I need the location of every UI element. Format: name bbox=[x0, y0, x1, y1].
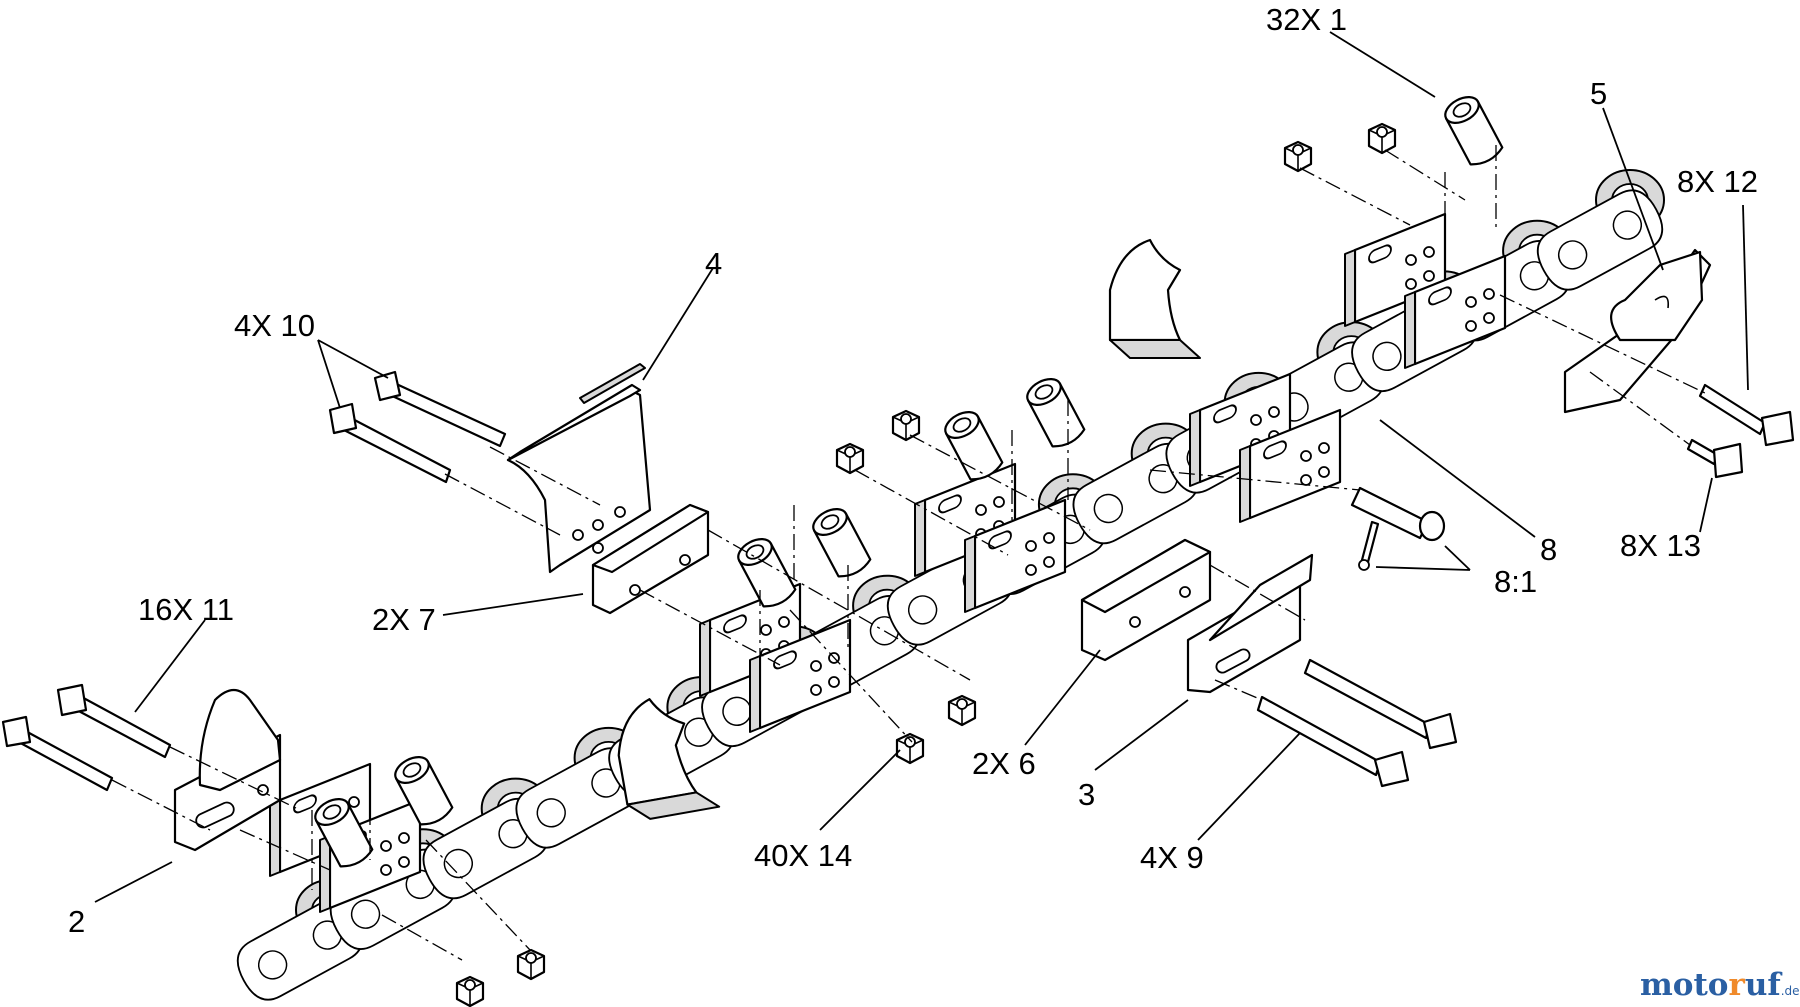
svg-text:motoruf.de: motoruf.de bbox=[1640, 967, 1800, 1003]
part-8-1-pin bbox=[1350, 486, 1446, 571]
callout-3: 3 bbox=[1078, 777, 1095, 812]
callout-8-1: 8:1 bbox=[1494, 564, 1537, 599]
part-6-block bbox=[1080, 538, 1212, 662]
assembly-centerlines bbox=[111, 145, 1706, 961]
callout-16x11: 16X 11 bbox=[138, 592, 234, 627]
callout-4x10: 4X 10 bbox=[234, 308, 315, 343]
watermark-part1: moto bbox=[1640, 967, 1728, 1003]
bolts bbox=[1, 370, 1795, 792]
part-2-angle-bracket bbox=[173, 688, 282, 852]
callout-8: 8 bbox=[1540, 532, 1557, 567]
callout-4: 4 bbox=[705, 246, 722, 281]
callout-2: 2 bbox=[68, 904, 85, 939]
part-7-block bbox=[591, 503, 710, 615]
part-5-cutter-bracket bbox=[1563, 248, 1712, 414]
callout-32x1: 32X 1 bbox=[1266, 2, 1347, 37]
callout-8x13: 8X 13 bbox=[1620, 528, 1701, 563]
callout-leaders bbox=[94, 31, 1749, 903]
part-3-angle-bracket bbox=[1186, 553, 1314, 694]
part-4-bent-plate bbox=[506, 363, 652, 574]
chain-mount-plates bbox=[268, 212, 1507, 914]
callout-8x12: 8X 12 bbox=[1677, 164, 1758, 199]
watermark-part3: uf bbox=[1745, 967, 1783, 1003]
callout-labels: 32X 1 5 8X 12 4 4X 10 8 8X 13 8:1 16X 11… bbox=[68, 2, 1758, 939]
watermark-suffix: .de bbox=[1781, 984, 1800, 998]
motoruf-watermark: motoruf.de bbox=[1640, 967, 1800, 1003]
callout-2x6: 2X 6 bbox=[972, 746, 1036, 781]
callout-5: 5 bbox=[1590, 76, 1607, 111]
watermark-part2: r bbox=[1728, 967, 1745, 1003]
callout-2x7: 2X 7 bbox=[372, 602, 436, 637]
callout-40x14: 40X 14 bbox=[754, 838, 852, 873]
callout-4x9: 4X 9 bbox=[1140, 840, 1204, 875]
